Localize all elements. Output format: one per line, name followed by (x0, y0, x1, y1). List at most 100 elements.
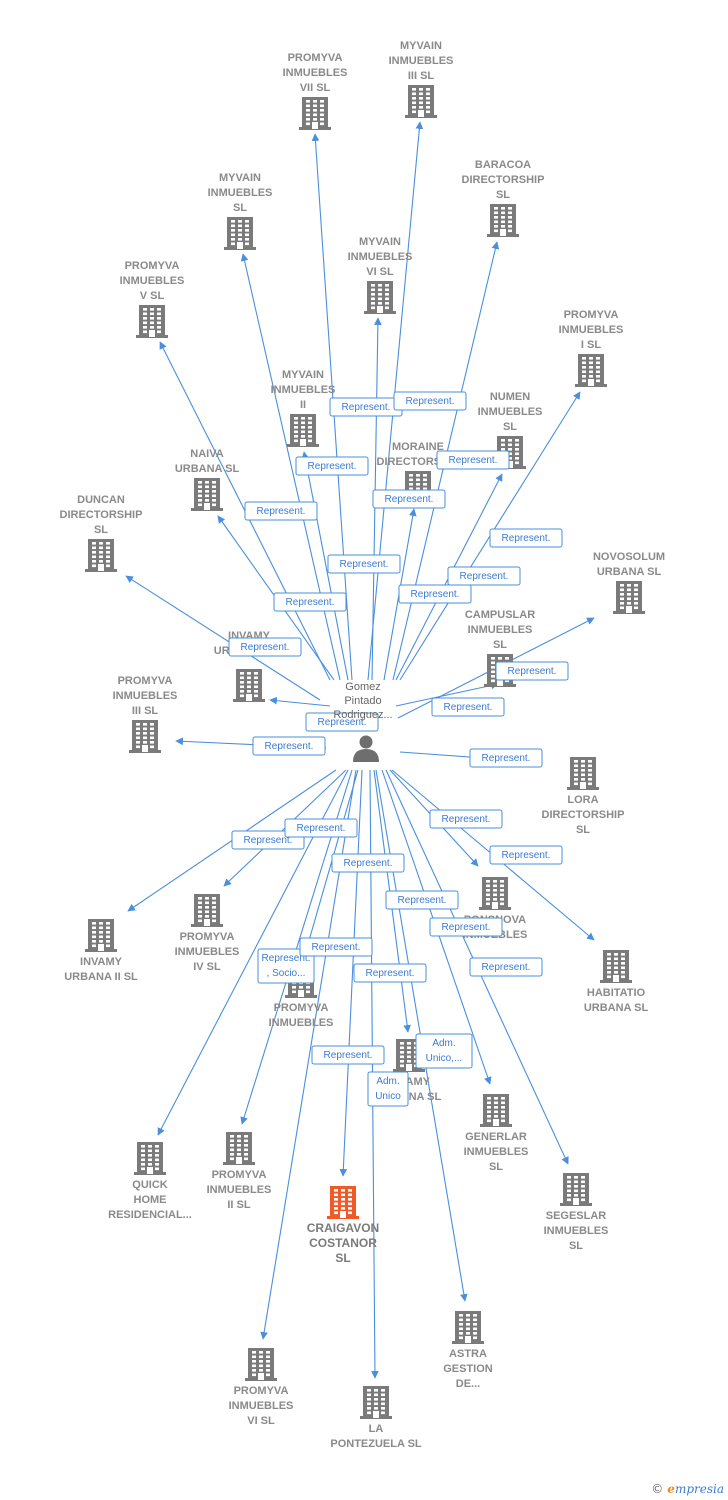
edge-label-astra[interactable]: Represent. (385, 890, 459, 910)
edge-label-promyva-i[interactable]: Represent. (489, 528, 563, 548)
edge-label-box (252, 736, 326, 756)
edge-label-generlar[interactable]: Represent. (429, 917, 503, 937)
edge-label-campuslar[interactable]: Represent. (431, 697, 505, 717)
company-label-line: SL (576, 824, 590, 836)
edge-label-lora[interactable]: Represent. (469, 748, 543, 768)
edge-label-myvain-ii[interactable]: Represent. (327, 554, 401, 574)
brand-rest: mpresia (674, 1482, 724, 1496)
person-label-line: Rodriguez... (333, 709, 392, 721)
edge-label-numen[interactable]: Represent. (447, 566, 521, 586)
edge-label-promyva-iv[interactable]: Represent. (284, 818, 358, 838)
edge-label-craigavon[interactable]: Adm.Unico (367, 1071, 409, 1107)
edge-label-text: Represent. (286, 597, 335, 608)
edge-label-text: Represent. (398, 895, 447, 906)
edge-label-invamy-urbana[interactable]: Adm.Unico,... (415, 1033, 473, 1069)
edge-label-promyva[interactable]: Represent. (331, 853, 405, 873)
edge-label-myvain-vi[interactable]: Represent. (372, 489, 446, 509)
company-label-line: SL (569, 1240, 583, 1252)
company-label-line: PROMYVA (234, 1385, 289, 1397)
edge-label-invamy-urbana-i[interactable]: Represent. (305, 712, 379, 732)
edge-label-ponsnova[interactable]: Represent. (429, 809, 503, 829)
company-label-line: MYVAIN (219, 172, 261, 184)
edge-label-naiva[interactable]: Represent. (244, 501, 318, 521)
edge-label-line: Represent. (508, 666, 557, 677)
edge-label-quick-home[interactable]: Represent., Socio... (257, 948, 315, 984)
edge-label-box (353, 963, 427, 983)
edge-promyva (302, 769, 359, 959)
company-label-line: HABITATIO (587, 987, 646, 999)
edge-label-promyva-vi[interactable]: Represent. (353, 963, 427, 983)
edge-label-habitatio[interactable]: Represent. (489, 845, 563, 865)
edge-label-line: Represent. (460, 571, 509, 582)
edge-label-segeslar[interactable]: Represent. (469, 957, 543, 977)
company-label-line: DIRECTORSHIP (462, 174, 545, 186)
edge-label-box (257, 948, 315, 984)
company-label-line: DIRECTORSHIP (60, 509, 143, 521)
edge-label-duncan[interactable]: Represent. (228, 637, 302, 657)
edge-label-line: Represent. (312, 942, 361, 953)
edge-label-line: Represent. (286, 597, 335, 608)
company-label-line: DIRECTORSHIP (542, 809, 625, 821)
company-label-line: INMUEBLES (389, 55, 454, 67)
company-label-line: LA (369, 1423, 384, 1435)
edge-label-promyva-iii[interactable]: Represent. (252, 736, 326, 756)
company-label-line: II SL (227, 1199, 251, 1211)
edge-label-text: Represent. (265, 741, 314, 752)
edge-labels-layer: Represent.Represent.Represent.Represent.… (228, 391, 569, 1107)
edge-label-text: Represent. (297, 823, 346, 834)
edge-label-promyva-ii[interactable]: Represent. (299, 937, 373, 957)
footer-brand[interactable]: ©empresia (651, 1482, 724, 1496)
edge-label-promyva-v[interactable]: Represent. (273, 592, 347, 612)
company-label-line: HOME (134, 1194, 167, 1206)
edge-label-line: Represent. (444, 702, 493, 713)
edge-label-novosolum[interactable]: Represent. (495, 661, 569, 681)
company-node-habitatio[interactable]: HABITATIO URBANA SL (584, 950, 649, 1014)
edge-label-box (429, 917, 503, 937)
edge-label-line: Represent. (398, 895, 447, 906)
company-label-line: URBANA SL (584, 1002, 649, 1014)
edge-label-promyva-vii[interactable]: Represent. (329, 397, 403, 417)
edge-label-myvain[interactable]: Represent. (295, 456, 369, 476)
edge-label-la-pontezuela[interactable]: Represent. (311, 1045, 385, 1065)
edge-label-text: Represent. (308, 461, 357, 472)
edge-label-moraine[interactable]: Represent. (398, 584, 472, 604)
edge-label-baracoa[interactable]: Represent. (436, 450, 510, 470)
edge-label-myvain-iii[interactable]: Represent. (393, 391, 467, 411)
building-icon (85, 539, 117, 572)
company-label-line: V SL (140, 290, 165, 302)
edge-label-text: Adm.Unico,... (426, 1038, 463, 1064)
